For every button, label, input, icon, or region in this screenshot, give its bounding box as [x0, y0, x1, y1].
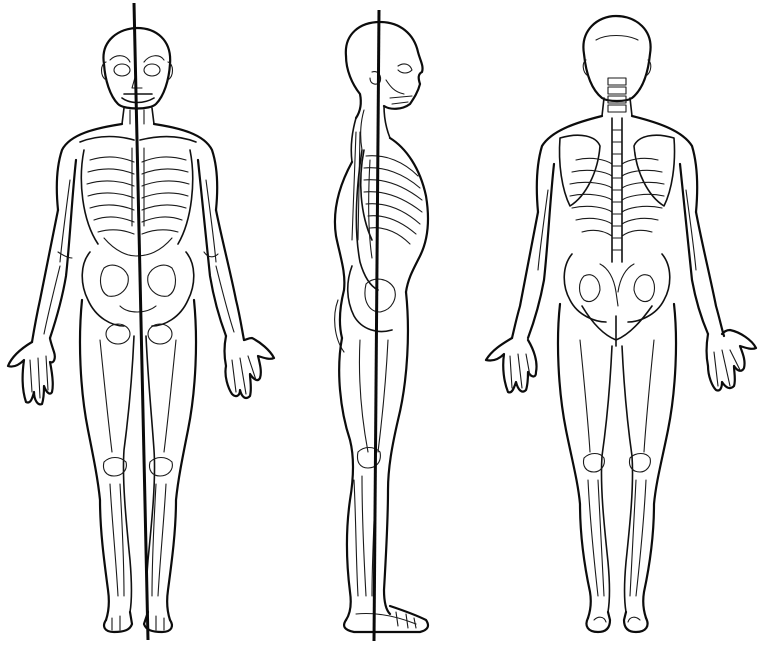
anterior-legs: [78, 298, 198, 622]
lateral-legs: [338, 290, 410, 622]
lateral-arm: [355, 149, 379, 291]
posterior-legs: [556, 302, 678, 620]
anterior-feet: [103, 610, 173, 634]
lateral-plumb-line: [372, 9, 381, 642]
posterior-ribcage: [569, 117, 665, 263]
lateral-pelvis: [334, 265, 396, 353]
posterior-feet: [585, 610, 649, 634]
posterior-head: [582, 14, 652, 103]
lateral-ribcage: [351, 131, 423, 245]
anterior-figure: [6, 2, 276, 641]
lateral-figure: [333, 9, 430, 642]
posterior-arms: [510, 162, 726, 340]
posterior-figure: [484, 14, 758, 634]
anterior-plumb-line: [132, 2, 150, 641]
lateral-foot: [343, 604, 430, 634]
anterior-ribcage: [80, 147, 194, 257]
anterior-hands: [6, 334, 276, 406]
anterior-pelvis: [81, 251, 195, 345]
posterior-cervical-spine: [601, 77, 633, 117]
anterior-arms: [30, 158, 246, 344]
lateral-head: [344, 20, 424, 120]
posterior-hands: [484, 328, 758, 394]
anterior-head: [100, 26, 174, 110]
posterior-pelvis: [563, 253, 671, 347]
